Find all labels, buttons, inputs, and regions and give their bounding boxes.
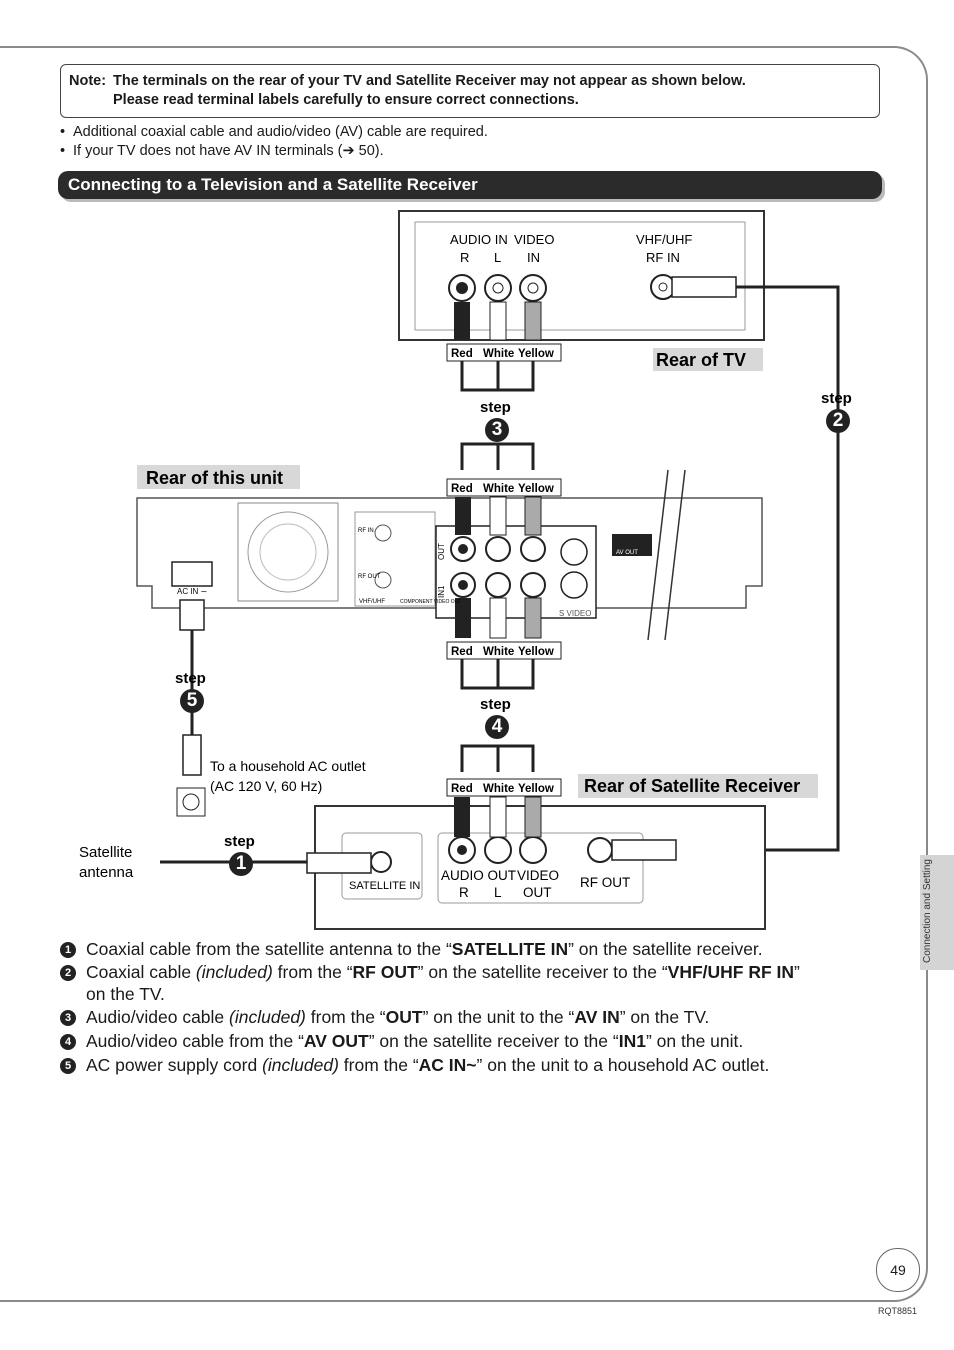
sat-l-label: L [494,885,502,900]
sat-audio-out-label: AUDIO OUT [441,868,516,883]
bullet-text: If your TV does not have AV IN terminals… [73,143,384,159]
instruction-number: 3 [60,1010,76,1026]
tv-r-label: R [460,250,469,265]
label-white: White [483,783,514,795]
label-red: Red [451,483,473,495]
antenna-coax-plug [306,852,372,874]
s-video-label: S VIDEO [559,609,591,618]
tv-title: Rear of TV [656,350,746,370]
label-red: Red [451,646,473,658]
ac-in-label: AC IN ∼ [177,587,207,596]
step-label: step [175,670,206,687]
step-1-badge: 1 [229,852,253,876]
bullet-text: Additional coaxial cable and audio/video… [73,124,488,140]
vhf-uhf-small-label: VHF/UHF [359,599,385,605]
tv-video-label: VIDEO [514,232,554,247]
instruction-number: 1 [60,942,76,958]
sat-rf-out-label: RF OUT [580,875,630,890]
out-label: OUT [437,543,446,560]
label-red: Red [451,348,473,360]
label-red: Red [451,783,473,795]
av-out-small-label: AV OUT [616,550,638,556]
instruction-number: 2 [60,965,76,981]
note-line-2: Please read terminal labels carefully to… [113,92,579,108]
tv-l-label: L [494,250,501,265]
tv-jacks [448,274,676,302]
label-white: White [483,348,514,360]
in1-label: IN1 [437,585,446,598]
label-white: White [483,483,514,495]
label-yellow: Yellow [518,783,554,795]
sat-out-label: OUT [523,885,552,900]
step-2-badge: 2 [826,409,850,433]
note-label: Note: [69,73,107,89]
step-label: step [480,696,511,713]
label-white: White [483,646,514,658]
sat-in-label: SATELLITE IN [349,880,420,892]
step-label: step [821,390,852,407]
tv-rfin-label: RF IN [646,250,680,265]
tv-panel [398,210,765,341]
antenna-line-1: Satellite [79,844,132,861]
tv-audio-in-label: AUDIO IN [450,232,508,247]
instruction-number: 5 [60,1058,76,1074]
label-yellow: Yellow [518,348,554,360]
sat-r-label: R [459,885,469,900]
note-line-1: The terminals on the rear of your TV and… [113,73,746,89]
tv-coax-plug [671,276,737,298]
unit-fan-grille [237,502,339,602]
side-tab: Connection and Setting [920,855,954,970]
ac-in-socket [171,561,213,587]
step-4-badge: 4 [485,715,509,739]
step-label: step [480,399,511,416]
label-yellow: Yellow [518,646,554,658]
rf-out-small-label: RF OUT [358,574,381,580]
instruction-number: 4 [60,1034,76,1050]
tv-vhf-label: VHF/UHF [636,232,692,247]
antenna-line-2: antenna [79,864,134,881]
side-tab-label: Connection and Setting [922,859,933,963]
ac-outlet-line-2: (AC 120 V, 60 Hz) [210,778,322,794]
sat-video-label: VIDEO [517,868,559,883]
hdmi-port [612,534,652,556]
label-yellow: Yellow [518,483,554,495]
ac-outlet-line-1: To a household AC outlet [210,758,366,774]
step-5-badge: 5 [180,689,204,713]
document-code: RQT8851 [878,1306,918,1316]
sat-title: Rear of Satellite Receiver [584,776,800,796]
tv-in-label: IN [527,250,540,265]
section-title: Connecting to a Television and a Satelli… [68,175,478,194]
page-frame [0,46,928,1302]
page-number: 49 [876,1248,920,1292]
ac-plug [179,599,205,631]
step-3-badge: 3 [485,418,509,442]
section-heading: Connecting to a Television and a Satelli… [58,171,882,199]
note-box: Note: The terminals on the rear of your … [60,64,880,118]
rf-in-small-label: RF IN [358,528,374,534]
unit-title: Rear of this unit [146,468,283,488]
component-small-label: COMPONENT VIDEO OUT [400,599,461,605]
tv-inner-panel [414,221,746,331]
step-label: step [224,833,255,850]
